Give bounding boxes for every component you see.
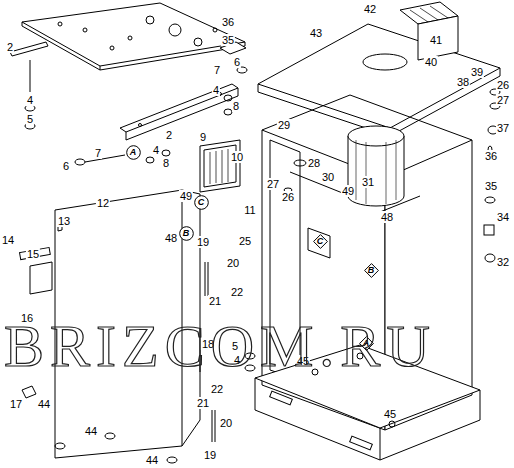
callout-number: 49 [341, 185, 355, 197]
callout-number: 19 [203, 449, 217, 461]
callout-number: 36 [221, 16, 235, 28]
callout-number: 9 [199, 131, 207, 143]
callout-number: 22 [210, 383, 224, 395]
reference-diamond: C [313, 234, 328, 249]
reference-letter: B [364, 263, 379, 278]
callout-number: 22 [230, 286, 244, 298]
callout-number: 32 [496, 256, 510, 268]
callout-number: 25 [238, 235, 252, 247]
callout-number: 8 [162, 157, 170, 169]
callout-number: 27 [266, 178, 280, 190]
callout-number: 36 [484, 150, 498, 162]
callout-number: 14 [1, 234, 15, 246]
callout-number: 44 [145, 454, 159, 466]
callout-number: 37 [496, 122, 510, 134]
callout-number: 4 [26, 94, 34, 106]
callout-number: 7 [213, 64, 221, 76]
callout-number: 17 [9, 398, 23, 410]
callout-number: 19 [196, 236, 210, 248]
callout-number: 15 [26, 248, 40, 260]
callout-number: 40 [424, 56, 438, 68]
callout-number: 44 [37, 398, 51, 410]
callout-number: 27 [496, 94, 510, 106]
callout-number: 48 [380, 211, 394, 223]
callout-number: 11 [243, 204, 256, 216]
watermark: BRIZCOM.RU [4, 316, 436, 376]
callout-number: 41 [429, 34, 443, 46]
callout-number: 35 [221, 34, 235, 46]
callout-number: 12 [96, 197, 110, 209]
reference-diamond: B [364, 263, 379, 278]
callout-number: 13 [57, 215, 71, 227]
callout-number: 38 [456, 76, 470, 88]
reference-circle: C [194, 195, 209, 210]
callout-number: 5 [26, 113, 34, 125]
reference-letter: A [126, 145, 141, 160]
callout-number: 48 [164, 232, 178, 244]
callout-number: 26 [496, 79, 510, 91]
callout-number: 6 [233, 56, 241, 68]
callout-number: 7 [94, 147, 102, 159]
callout-number: 43 [309, 27, 323, 39]
reference-letter: C [194, 195, 209, 210]
callout-number: 42 [363, 3, 377, 15]
callout-number: 20 [219, 417, 233, 429]
callout-number: 30 [321, 171, 335, 183]
callout-number: 20 [226, 257, 240, 269]
reference-letter: C [313, 234, 328, 249]
callout-number: 10 [230, 151, 244, 163]
callout-number: 29 [277, 119, 291, 131]
callout-number: 44 [84, 425, 98, 437]
callout-number: 31 [361, 176, 375, 188]
reference-circle: B [179, 226, 194, 241]
callout-number: 8 [232, 100, 240, 112]
callout-number: 34 [496, 211, 510, 223]
callout-number: 35 [484, 180, 498, 192]
reference-letter: B [179, 226, 194, 241]
callout-number: 2 [165, 129, 173, 141]
callout-number: 21 [196, 397, 210, 409]
callout-number: 4 [152, 144, 160, 156]
callout-number: 26 [281, 191, 295, 203]
callout-number: 49 [179, 190, 193, 202]
callout-number: 21 [208, 295, 222, 307]
callout-number: 39 [470, 66, 484, 78]
callout-number: 6 [62, 160, 70, 172]
reference-circle: A [126, 145, 141, 160]
callout-number: 2 [6, 41, 14, 53]
callout-number: 28 [307, 157, 321, 169]
callout-number: 4 [212, 84, 220, 96]
callout-number: 45 [383, 408, 397, 420]
